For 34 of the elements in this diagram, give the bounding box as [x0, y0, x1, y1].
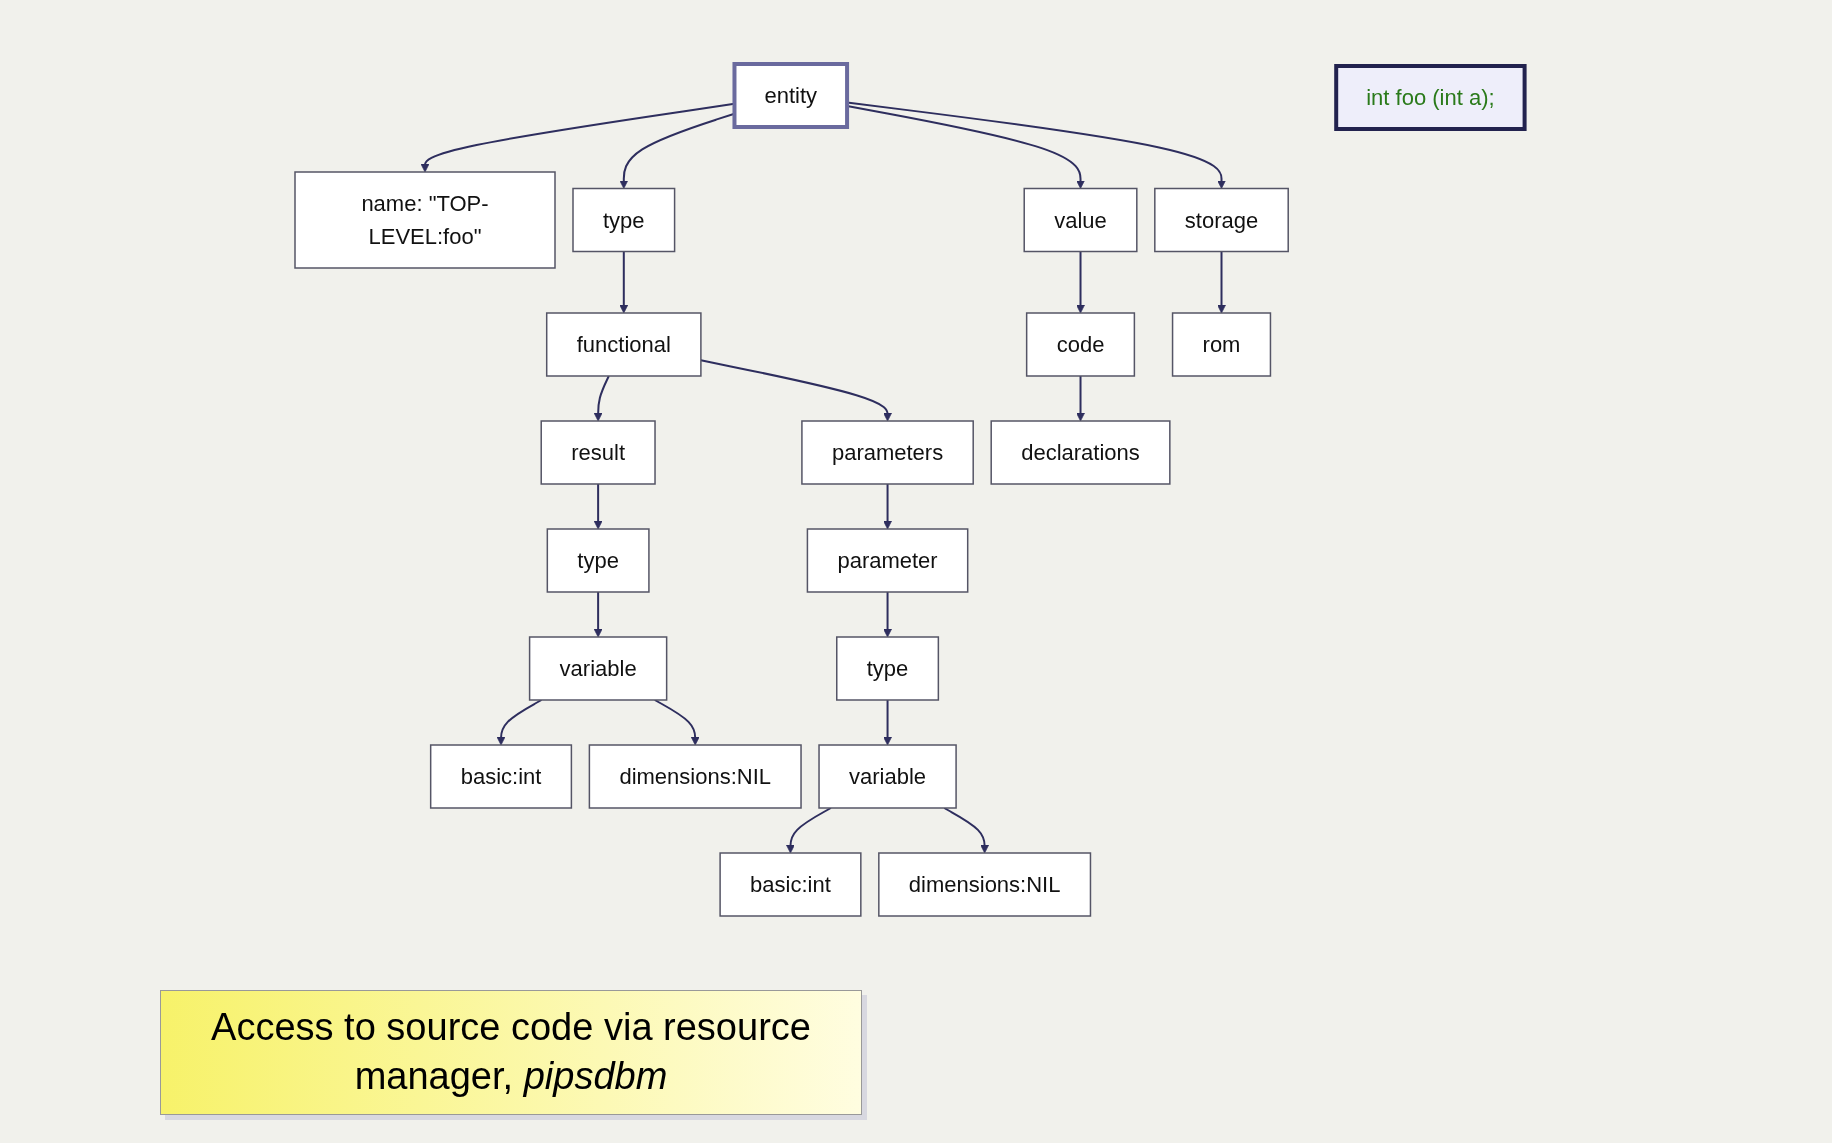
node-box: type [572, 187, 676, 253]
arrow [593, 483, 603, 530]
node-box: basic:int [719, 852, 862, 917]
node-box: name: "TOP-LEVEL:foo" [294, 171, 556, 269]
arrow [593, 375, 610, 422]
node-box: parameters [801, 420, 975, 485]
node-box: value [1023, 187, 1138, 253]
node-box: rom [1172, 312, 1272, 377]
node-box: int foo (int a); [1334, 64, 1527, 131]
node-box: variable [529, 636, 668, 701]
arrow [883, 699, 893, 746]
node-box: type [546, 528, 650, 593]
node-box: variable [818, 744, 958, 809]
arrow [496, 699, 543, 746]
node-box: storage [1154, 187, 1290, 253]
node-box: result [540, 420, 656, 485]
node-box: dimensions:NIL [588, 744, 802, 809]
arrow [943, 807, 990, 854]
arrow [1217, 250, 1227, 314]
node-box: type [836, 636, 940, 701]
arrow [619, 250, 629, 314]
arrow [883, 483, 893, 530]
arrow [883, 591, 893, 638]
arrow [1076, 375, 1086, 422]
arrow [593, 591, 603, 638]
node-box: parameter [806, 528, 969, 593]
node-box: code [1026, 312, 1136, 377]
node-box: basic:int [430, 744, 573, 809]
node-box: functional [546, 312, 702, 377]
node-box: entity [732, 62, 850, 129]
arrow [1076, 250, 1086, 314]
arrow [653, 699, 700, 746]
node-box: dimensions:NIL [878, 852, 1092, 917]
node-box: declarations [990, 420, 1171, 485]
